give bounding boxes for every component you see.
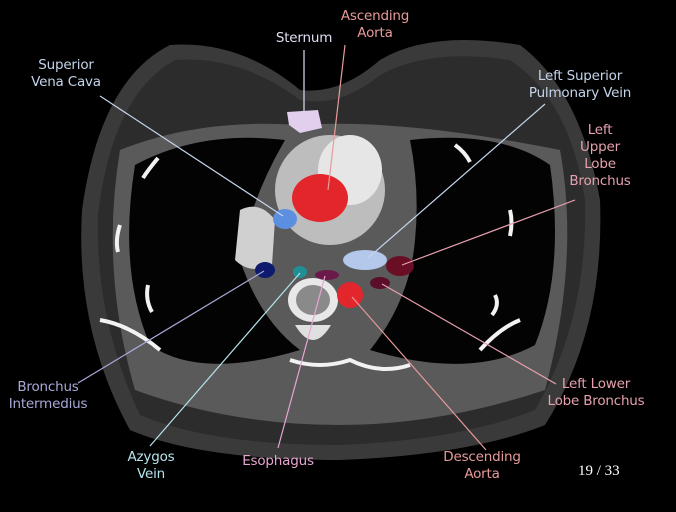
label-esophagus: Esophagus xyxy=(242,453,314,470)
label-left-upper-lobe-bronchus: Left Upper Lobe Bronchus xyxy=(569,122,631,190)
label-line: Bronchus xyxy=(17,379,79,395)
luo-bronchus-structure xyxy=(386,256,414,276)
leader-pulmonary-vein xyxy=(367,103,546,259)
slice-counter: 19 / 33 xyxy=(578,463,620,479)
leader-esophagus xyxy=(277,275,326,449)
descending-aorta-structure xyxy=(337,282,363,308)
label-line: Superior xyxy=(38,57,94,73)
label-line: Esophagus xyxy=(242,453,314,469)
label-line: Azygos xyxy=(127,449,175,465)
label-line: Upper xyxy=(580,139,620,155)
label-bronchus-intermedius: Bronchus Intermedius xyxy=(9,379,88,413)
leader-luo-bronchus xyxy=(401,199,576,266)
left-lung xyxy=(370,137,555,364)
label-line: Vena Cava xyxy=(31,74,101,90)
right-lung xyxy=(129,137,300,364)
bronchus-intermedius-structure xyxy=(255,262,275,278)
label-ascending-aorta: Ascending Aorta xyxy=(341,8,409,42)
label-line: Left Superior xyxy=(537,68,623,84)
leader-bronchus-intermedius xyxy=(77,270,265,384)
label-line: Lobe Bronchus xyxy=(547,393,645,409)
label-descending-aorta: Descending Aorta xyxy=(443,449,521,483)
ascending-aorta-structure xyxy=(292,174,348,222)
esophagus-structure xyxy=(315,270,339,280)
label-left-superior-pulmonary-vein: Left Superior Pulmonary Vein xyxy=(529,68,631,102)
leader-llo-bronchus xyxy=(381,283,557,385)
label-line: Aorta xyxy=(357,25,393,41)
pulmonary-vein-structure xyxy=(343,250,387,270)
azygos-structure xyxy=(293,266,307,278)
label-line: Intermedius xyxy=(8,396,88,412)
sternum-structure xyxy=(287,110,322,133)
label-line: Aorta xyxy=(464,466,500,482)
label-line: Descending xyxy=(443,449,521,465)
label-line: Vein xyxy=(136,466,165,482)
label-sternum: Sternum xyxy=(275,30,333,47)
label-line: Lobe xyxy=(584,156,616,172)
leader-azygos xyxy=(149,272,301,447)
label-line: Left xyxy=(587,122,613,138)
label-superior-vena-cava: Superior Vena Cava xyxy=(31,57,101,91)
label-line: Sternum xyxy=(275,30,333,46)
label-line: Ascending xyxy=(340,8,410,24)
label-azygos-vein: Azygos Vein xyxy=(128,449,175,483)
label-left-lower-lobe-bronchus: Left Lower Lobe Bronchus xyxy=(547,376,644,410)
label-line: Pulmonary Vein xyxy=(528,85,632,101)
leader-ascending-aorta xyxy=(327,44,346,191)
label-line: Bronchus xyxy=(569,173,631,189)
leader-descending-aorta xyxy=(351,296,487,451)
leader-svc xyxy=(99,95,284,217)
label-line: Left Lower xyxy=(561,376,631,392)
